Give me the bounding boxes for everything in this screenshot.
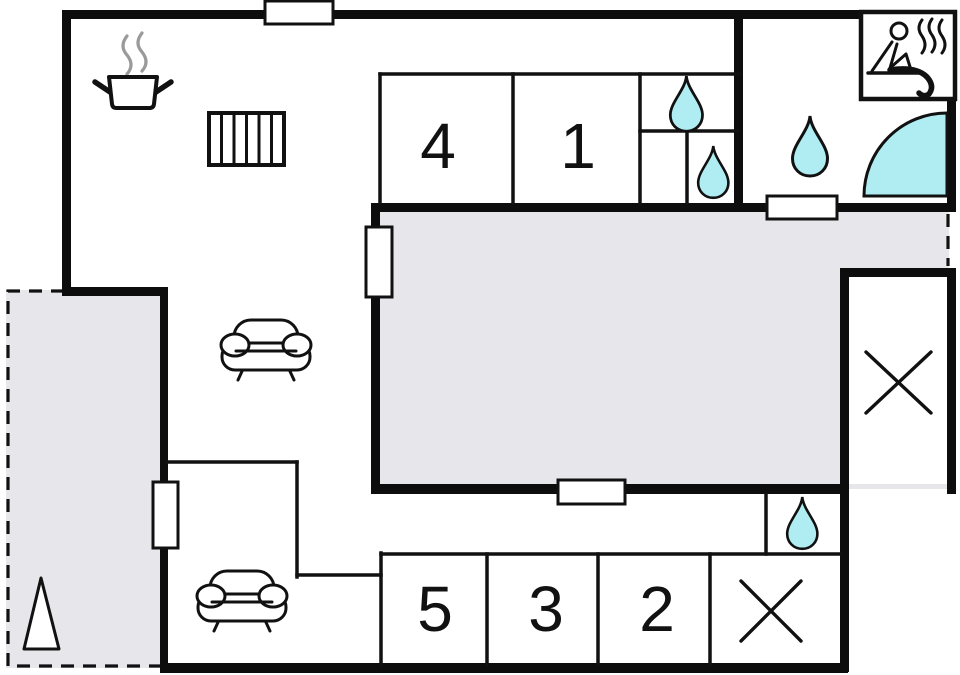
wall-bottom [160,663,848,673]
pot-handles [92,79,174,95]
cooking-pot-icon [92,31,174,110]
wall-top [62,10,956,19]
room-label-2: 2 [639,573,675,645]
dashed-boundaries [6,214,950,668]
room-label-5: 5 [417,573,453,645]
window-west [151,480,180,550]
room-labels: 4 1 5 3 2 [417,110,675,645]
wall-step [62,287,168,296]
sauna-steam-line [937,18,947,55]
door-gray-room [556,478,627,506]
room-label-1: 1 [560,110,596,182]
wall-corridor-right [840,484,849,672]
pot-body [107,75,159,110]
openings [151,0,839,550]
wall-right-upper [947,10,956,212]
sauna-icon [858,9,958,102]
sauna-person-head [889,21,909,41]
terrace-dashed-border [6,289,163,668]
wall-stairs-left [840,268,849,494]
sauna-person-leg [887,66,935,99]
wall-gray-room-top [371,203,956,212]
radiator-icon [207,111,286,167]
sauna-person-torso [888,42,899,70]
terrace-area [6,290,165,668]
wall-gray-room-left [371,203,380,493]
wall-bath-divider [734,10,743,212]
partitions [166,72,842,667]
sofa-icon [195,569,289,633]
wall-left-lower [160,287,168,672]
wall-stairs-top [840,268,956,277]
stairs-cross-icon [739,579,803,643]
room-label-4: 4 [420,110,456,182]
shower-icon [862,111,949,198]
room-label-3: 3 [528,573,564,645]
door-bathroom [765,194,839,221]
north-arrow-icon [22,576,61,651]
pot-steam-line [136,31,148,73]
window-top [263,0,335,26]
sauna-steam-line [927,17,937,54]
sauna-steam-line [917,18,927,55]
sauna-person-arm [870,40,894,73]
radiator-bars [220,113,273,165]
wall-left-upper [62,10,71,296]
sauna-person-knee [888,52,913,72]
pot-steam-line [121,34,133,76]
window-gray-room-left [364,225,394,299]
sofa-icon [219,318,313,382]
wall-stairs-right [947,268,956,494]
stairs-cross-icon [864,350,933,415]
